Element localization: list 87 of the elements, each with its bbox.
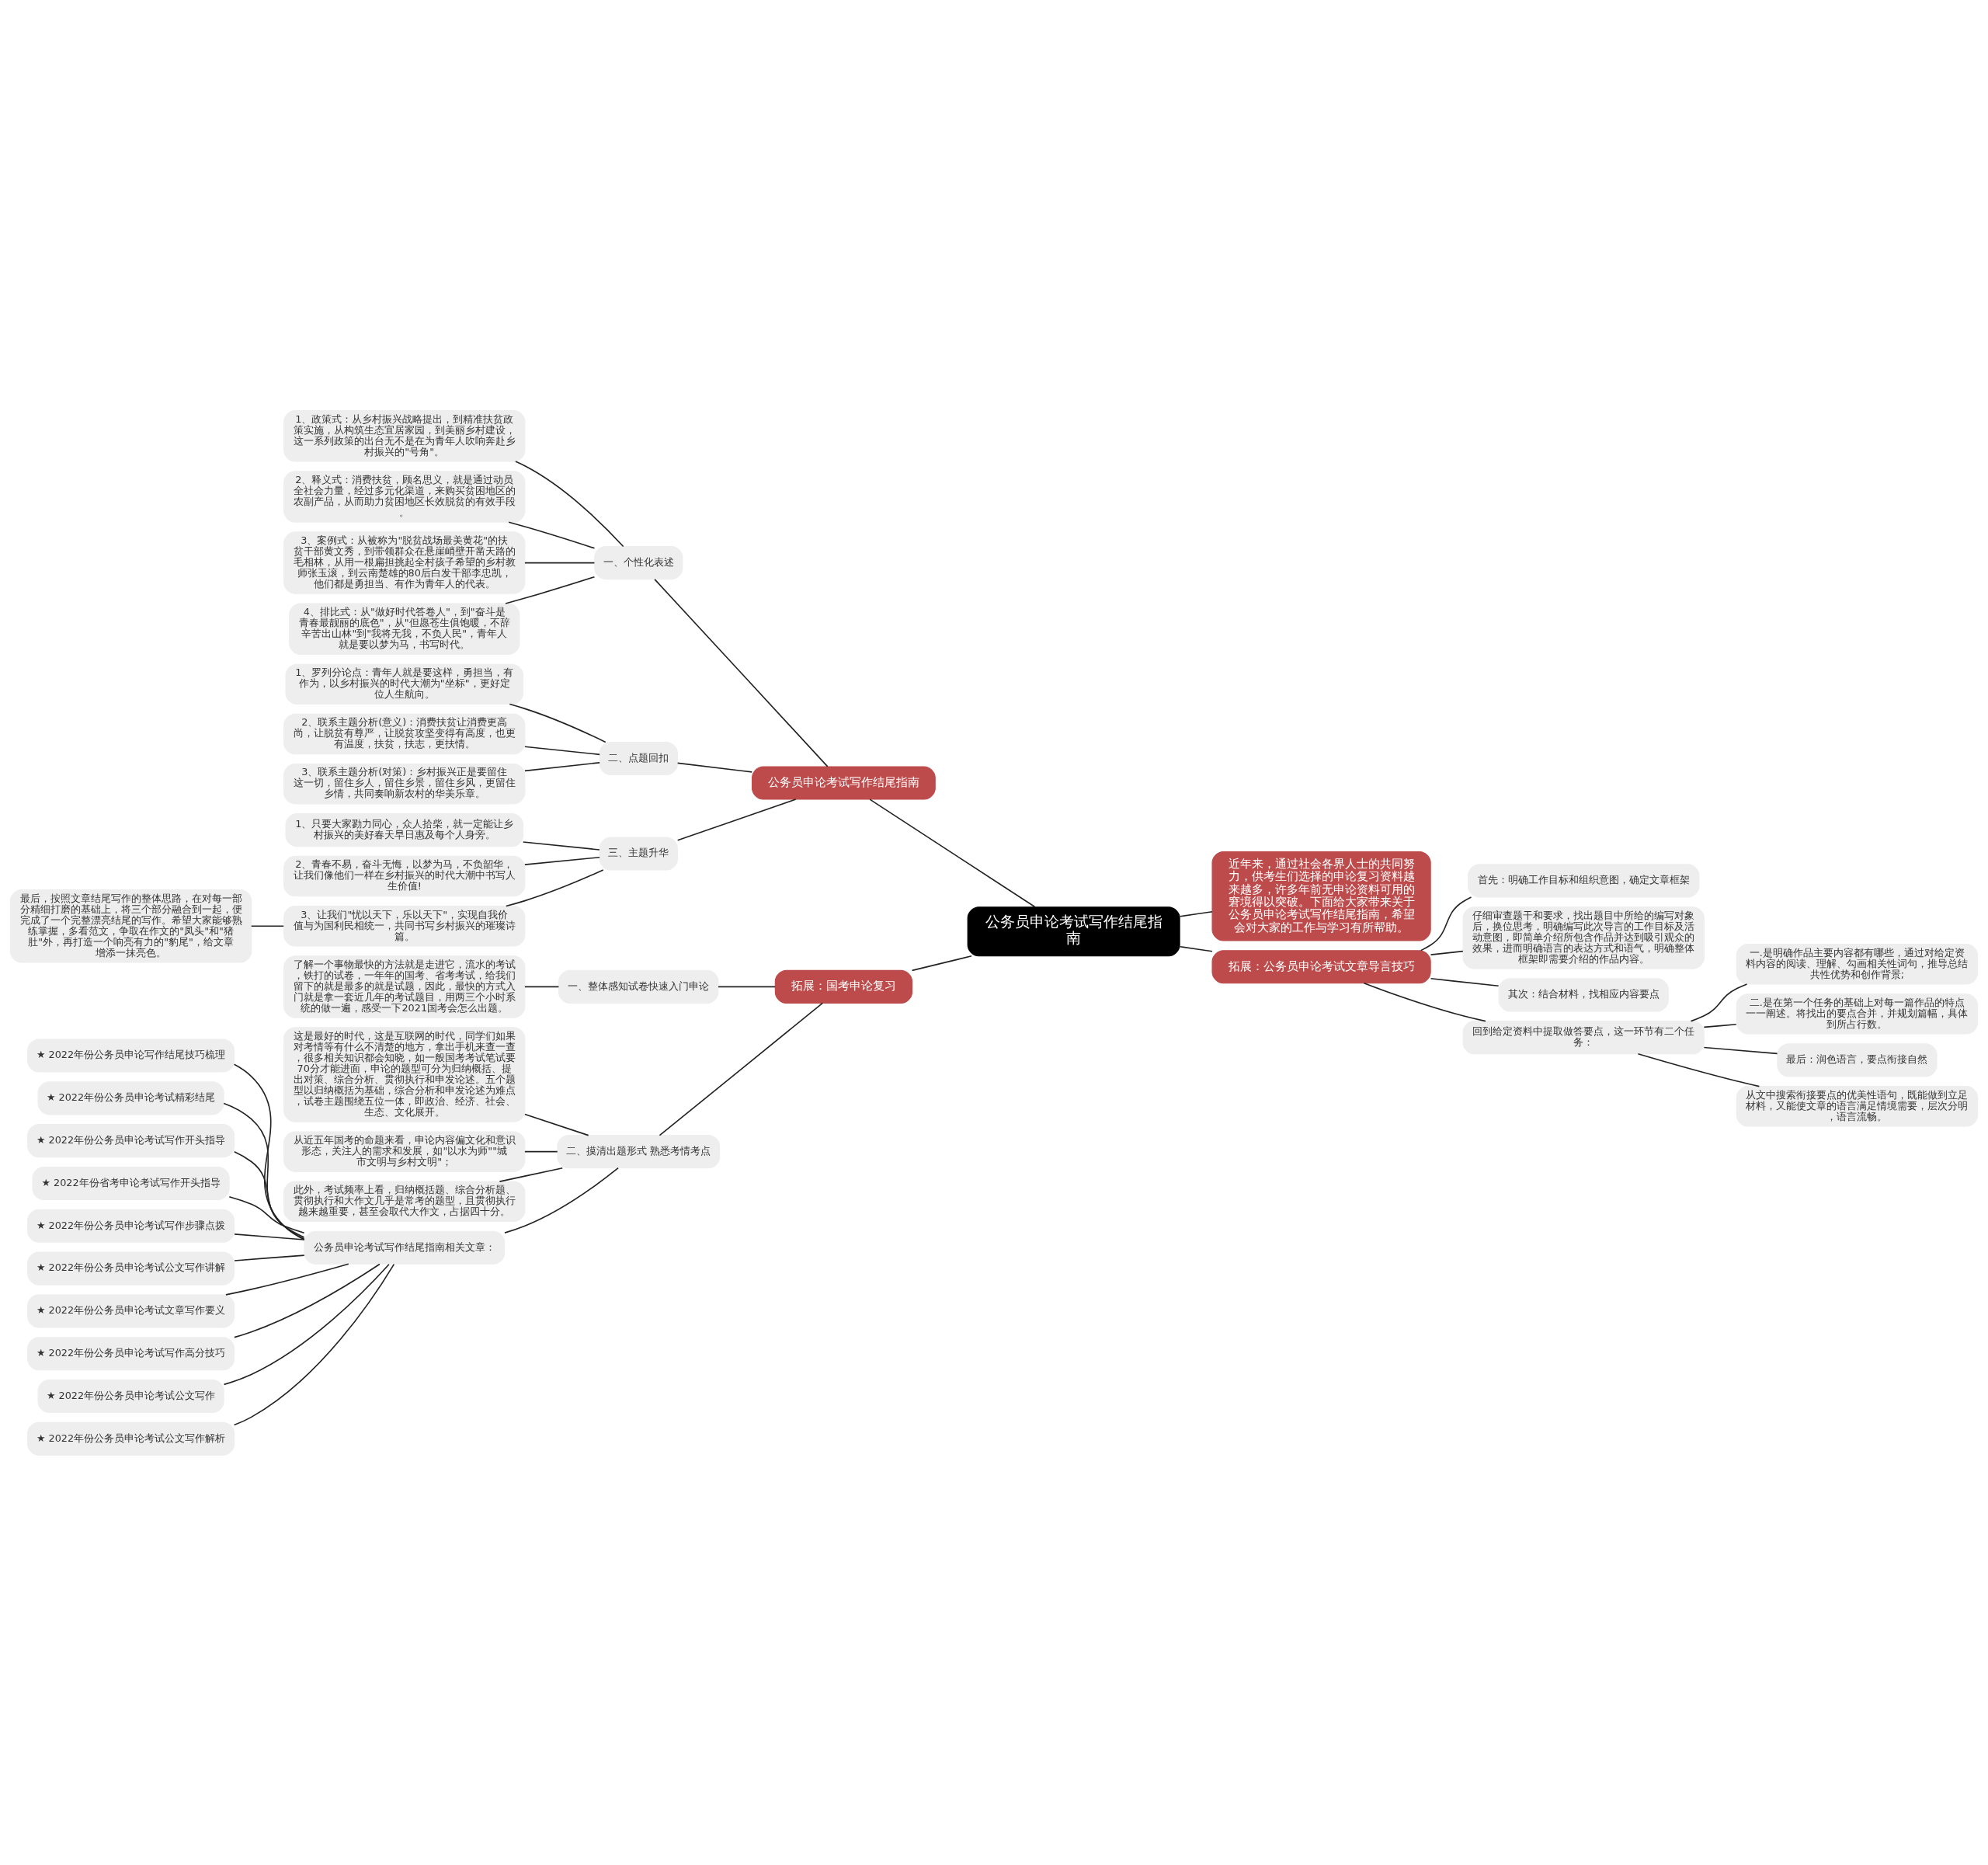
connector [505, 868, 604, 906]
node-box: 近年来，通过社会各界人士的共同努力，供考生们选择的申论复习资料越来越多，许多年前无申论资料可用的窘境得以突破。下面给大家带来关于公务员申论考试写作结尾指南，希望会对大家的工作与学习有所帮助。 [1211, 851, 1431, 941]
node-box: 4、排比式：从"做好时代答卷人"，到"奋斗是青春最靓丽的底色"，从"但愿苍生俱饱暖，不辞辛苦出山林"到"我将无我，不负人民"，青年人就是要以梦为马，书写时代。 [289, 603, 520, 655]
connector [223, 1102, 305, 1240]
node-box: 最后：润色语言，要点衔接自然 [1777, 1042, 1938, 1077]
connector [234, 1254, 305, 1261]
node-box: 3、联系主题分析(对策)：乡村振兴正是要留住这一切，留住乡人，留住乡景，留住乡风，更留住乡情，共同奏响新农村的华美乐章。 [283, 763, 526, 804]
node-box: 1、罗列分论点：青年人就是要这样，勇担当，有作为，以乡村振兴的时代大潮为"坐标"，更好定位人生航向。 [285, 663, 524, 705]
node-box: ★ 2022年份公务员申论考试写作步骤点拨 [27, 1209, 235, 1243]
connector [250, 924, 284, 927]
connector [225, 1262, 349, 1296]
connector [654, 578, 829, 767]
node-box: 3、案例式：从被称为"脱贫战场最美黄花"的扶贫干部黄文秀，到带领群众在悬崖峭壁开凿天路的毛相林，从用一根扁担挑起全村孩子希望的乡村教师张玉滚，到云南楚雄的80后白发干部李忠凯，他们都是勇担当、有作为青年人的代表。 [283, 531, 526, 594]
node-box: 回到给定资料中提取做答要点，这一环节有二个任务： [1462, 1020, 1705, 1054]
node-box: 这是最好的时代，这是互联网的时代，同学们如果对考情等有什么不清楚的地方，拿出手机来查一查，很多相关知识都会知晓，如一般国考考试笔试要70分才能进面，申论的题型可分为归纳概括、提出对策、综合分析、贯彻执行和申发论述。五个题型以归纳概括为基础，综合分析和申发论述为难点，试卷主题围绕五位一体，即政治、经济、社会、生态、文化展开。 [283, 1026, 526, 1122]
node-box: 1、只要大家勠力同心，众人拾柴，就一定能让乡村振兴的美好春天早日惠及每个人身旁。 [285, 812, 524, 847]
connector [504, 1167, 619, 1233]
node-box: 2、联系主题分析(意义)：消费扶贫让消费更高尚，让脱贫有尊严，让脱贫攻坚变得有高度，也更有温度，扶贫，扶志，更扶情。 [283, 713, 526, 754]
node-box: ★ 2022年份公务员申论考试写作高分技巧 [27, 1336, 235, 1370]
node-box: 2、青春不易，奋斗无悔，以梦为马，不负韶华，让我们像他们一样在乡村振兴的时代大潮中书写人生价值! [283, 855, 526, 896]
node-box: 从文中搜索衔接要点的优美性语句，既能做到立足材料，又能使文章的语言满足情境需要，层次分明，语言流畅。 [1736, 1085, 1979, 1127]
node-box: 公务员申论考试写作结尾指南 [752, 765, 936, 800]
connector [1637, 1053, 1760, 1087]
node-box: 拓展：国考申论复习 [774, 969, 913, 1004]
connector [524, 745, 600, 755]
connector [233, 1063, 305, 1240]
node-box: 2、释义式：消费扶贫，顾名思义，就是通过动员全社会力量，经过多元化渠道，来购买贫困地区的农副产品，从而助力贫困地区长效脱贫的有效手段。 [283, 470, 526, 523]
connector [1690, 983, 1748, 1021]
connector [1703, 1023, 1737, 1028]
node-box: 最后，按照文章结尾写作的整体思路，在对每一部分精细打磨的基础上，将三个部分融合到一起，便完成了一个完整漂亮结尾的写作。希望大家能够熟练掌握，多看范文，争取在作文的"凤头"和"猪肚"外，再打造一个响亮有力的"豹尾"，给文章增添一抹亮色。 [9, 889, 252, 962]
connector [499, 1167, 564, 1182]
connector [234, 1233, 305, 1240]
connector [1703, 1046, 1778, 1054]
connector [869, 798, 1036, 907]
connector [524, 761, 600, 771]
node-box: ★ 2022年份公务员申论考试公文写作解析 [27, 1421, 235, 1456]
connector [524, 1150, 558, 1152]
node-box: ★ 2022年份公务员申论写作结尾技巧梳理 [27, 1038, 235, 1073]
node-box: 首先：明确工作目标和组织意图，确定文章框架 [1467, 863, 1700, 897]
node-box: ★ 2022年份公务员申论考试公文写作讲解 [27, 1251, 235, 1286]
node-box: 公务员申论考试写作结尾指南相关文章： [304, 1230, 506, 1265]
node-box: 二、点题回扣 [599, 741, 678, 775]
connector [522, 840, 600, 851]
node-box: 三、主题升华 [599, 836, 678, 871]
node-box: ★ 2022年份公务员申论考试文章写作要义 [27, 1293, 235, 1327]
connector [676, 798, 797, 841]
connector [234, 1150, 305, 1238]
connector [228, 1195, 305, 1233]
node-box: 二.是在第一个任务的基础上对每一篇作品的特点一一阐述。将找出的要点合并，并规划篇幅，具体到所占行数。 [1736, 993, 1979, 1035]
node-box: 一、整体感知试卷快速入门申论 [558, 969, 719, 1004]
node-box: 3、让我们"忧以天下，乐以天下"，实现自我价值与为国利民相统一，共同书写乡村振兴的璀璨诗篇。 [283, 905, 526, 946]
connector [1179, 945, 1213, 952]
node-box: ★ 2022年份公务员申论考试精彩结尾 [37, 1080, 224, 1115]
node-box: 其次：结合材料，找相应内容要点 [1498, 977, 1669, 1011]
connector [718, 986, 776, 987]
node-box: 此外，考试频率上看，归纳概括题、综合分析题、贯彻执行和大作文几乎是常考的题型，且贯彻执行越来越重要，甚至会取代大作文，占据四十分。 [283, 1181, 526, 1222]
node-box: 一.是明确作品主要内容都有哪些，通过对给定资料内容的阅读、理解、勾画相关性词句，推导总结共性优势和创作背景; [1736, 943, 1979, 984]
connector [508, 520, 596, 549]
connector [911, 955, 972, 971]
node-box: 了解一个事物最快的方法就是走进它，流水的考试，铁打的试卷，一年年的国考、省考考试，给我们留下的就是最多的就是试题，因此，最快的方式入门就是拿一套近几年的考试题目，用两三个小时系统的做一遍，感受一下2021国考会怎么出题。 [283, 955, 526, 1018]
connector [509, 703, 606, 743]
connector [524, 986, 560, 987]
connector [524, 1113, 589, 1136]
node-box: 1、政策式：从乡村振兴战略提出，到精准扶贫政策实施，从构筑生态宜居家园，到美丽乡村建设，这一系列政策的出台无不是在为青年人吹响奔赴乡村振兴的"号角"。 [283, 409, 526, 462]
node-box: 拓展：公务员申论考试文章导言技巧 [1211, 949, 1431, 983]
node-box: 从近五年国考的命题来看，申论内容偏文化和意识形态，关注人的需求和发展，如"以水为师""城市文明与乡村文明"； [283, 1130, 526, 1172]
connector [524, 856, 600, 865]
connector [1179, 910, 1213, 917]
node-box: ★ 2022年份省考申论考试写作开头指导 [32, 1166, 230, 1200]
connector [505, 576, 596, 604]
connector [659, 1002, 824, 1136]
node-box: 一、个性化表述 [594, 545, 683, 579]
connector [676, 762, 753, 773]
connector [223, 1263, 390, 1385]
connector [515, 460, 624, 547]
node-box: ★ 2022年份公务员申论考试写作开头指导 [27, 1123, 235, 1157]
connector [233, 1263, 395, 1425]
connector [234, 1263, 381, 1338]
node-box: 二、摸清出题形式 熟悉考情考点 [557, 1134, 721, 1168]
connector [1363, 982, 1486, 1021]
connector [1430, 977, 1500, 986]
node-box: 仔细审查题干和要求，找出题目中所给的编写对象后，换位思考，明确编写此次导言的工作目标及活动意图，即简单介绍所包含作品并达到吸引观众的效果，进而明确语言的表达方式和语气，明确整体框架即需要介绍的作品内容。 [1462, 906, 1705, 969]
node-box: ★ 2022年份公务员申论考试公文写作 [37, 1379, 224, 1413]
connector [1420, 896, 1472, 951]
node-box: 公务员申论考试写作结尾指南 [967, 906, 1180, 956]
connector [524, 562, 596, 563]
connector [1430, 950, 1464, 955]
